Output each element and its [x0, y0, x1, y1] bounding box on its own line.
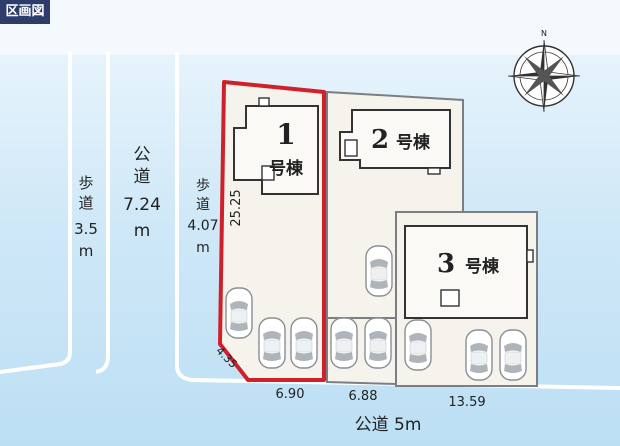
building-1 — [233, 97, 319, 195]
building-2-number: 2 — [371, 125, 389, 155]
car-icon — [365, 245, 393, 297]
lot-1-frontage: 6.90 — [276, 387, 305, 402]
sidewalk-right-width: 4.07 — [187, 218, 218, 234]
sidewalk-right-char-1: 歩 — [196, 178, 210, 194]
sidewalk-left-char-2: 道 — [78, 194, 93, 212]
lot-3-frontage-label: 13.59 — [448, 395, 485, 410]
building-1-suffix: 号棟 — [269, 158, 304, 179]
sidewalk-left-char-1: 歩 — [78, 174, 93, 192]
road-edge-left — [95, 52, 110, 374]
car-icon — [364, 317, 392, 369]
sidewalk-left-width: 3.5 — [74, 220, 98, 238]
building-3-number: 3 — [437, 249, 455, 279]
buildings-layer — [233, 97, 534, 319]
compass-north-label: N — [541, 29, 547, 38]
sidewalk-right-unit: m — [196, 240, 210, 256]
road-edge-right — [175, 52, 620, 390]
building-labels: 1 号棟 2 号棟 3 号棟 — [269, 118, 500, 279]
public-road-left-char-2: 道 — [134, 167, 151, 187]
car-icon — [330, 317, 358, 369]
car-icon — [404, 319, 432, 371]
car-icon — [290, 317, 318, 369]
building-3-suffix: 号棟 — [465, 256, 500, 277]
lot-1-side-length: 25.25 — [229, 189, 244, 226]
car-icon — [258, 317, 286, 369]
lot-2-frontage-label: 6.88 — [349, 389, 378, 404]
public-road-bottom-label: 公道 5m — [355, 415, 422, 435]
building-2-suffix: 号棟 — [396, 132, 431, 153]
public-road-left-unit: m — [134, 221, 151, 241]
dimension-labels: 25.25 4.35 6.90 6.88 13.59 — [213, 189, 485, 410]
public-road-left-char-1: 公 — [134, 145, 151, 165]
sidewalk-right-char-2: 道 — [196, 197, 210, 213]
sidewalk-edge-left — [0, 52, 72, 374]
building-2 — [339, 109, 451, 175]
building-1-number: 1 — [276, 118, 295, 151]
compass-rose-icon: N — [507, 29, 581, 113]
car-icon — [225, 287, 253, 339]
car-icon — [465, 329, 493, 381]
road-labels: 歩 道 3.5 m 公 道 7.24 m 歩 道 4.07 m 公道 5m — [74, 145, 421, 435]
car-icon — [499, 329, 527, 381]
sidewalk-left-unit: m — [79, 242, 94, 260]
map-title-badge: 区画図 — [0, 0, 50, 24]
public-road-left-width: 7.24 — [123, 195, 161, 215]
building-3 — [404, 225, 534, 319]
top-fade — [0, 0, 620, 55]
